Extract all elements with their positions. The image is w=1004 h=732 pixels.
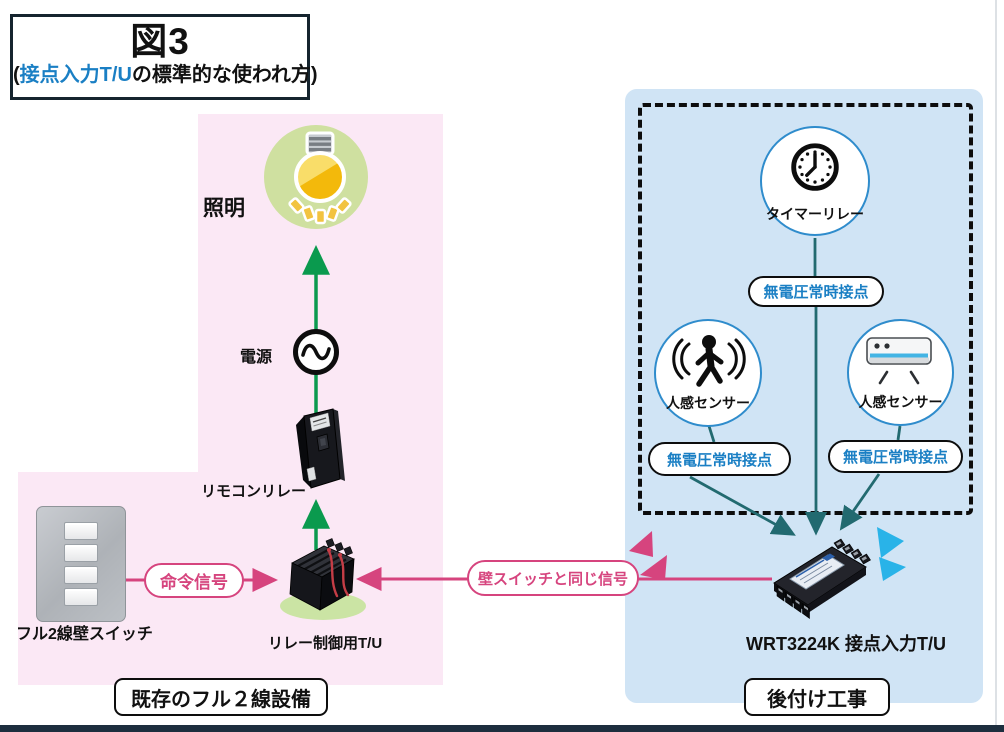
retrofit-caption-box: 後付け工事 [744,678,890,716]
figure-title: 図3 [130,21,190,62]
command-signal-pill: 命令信号 [144,563,244,598]
cyan-signal-triangles [877,527,906,581]
power-label: 電源 [240,349,273,366]
bottom-bar [0,725,1004,732]
lightbulb-icon [288,131,352,225]
wrt-device-label: WRT3224K 接点入力T/U [746,634,947,654]
switch-plate-icon [36,506,126,622]
timer-relay-circle: タイマーリレー [760,126,870,236]
contact-signal-arrows [689,238,902,536]
switch-button [64,522,98,540]
terminal-unit-icon [289,538,355,611]
figure-title-box: 図3 (接点入力T/Uの標準的な使われ方) [10,14,318,100]
window-right-edge [995,0,997,725]
air-conditioner-icon [865,337,932,385]
dry-contact-pill-timer: 無電圧常時接点 [748,276,884,307]
dry-contact-pill-right: 無電圧常時接点 [828,440,963,473]
timer-relay-label: タイマーリレー [766,206,864,222]
contact-input-unit-icon [773,538,871,619]
same-signal-pill: 壁スイッチと同じ信号 [467,560,639,596]
clock-icon [791,143,839,191]
relay-tu-label: リレー制御用T/U [268,635,383,652]
motion-sensor-label: 人感センサー [666,395,750,411]
contact-input-tu-text: 接点入力T/U [19,63,132,86]
lighting-label: 照明 [203,197,245,220]
walking-person-icon [672,335,746,387]
switch-button [64,544,98,562]
switch-button [64,566,98,584]
power-circle [293,329,339,375]
figure-subtitle: (接点入力T/Uの標準的な使われ方) [13,63,318,86]
lighting-circle [264,125,368,229]
switch-button [64,588,98,606]
motion-sensor-circle: 人感センサー [654,319,762,427]
aircon-sensor-label: 人感センサー [858,394,943,410]
wall-switch-label: フル2線壁スイッチ [16,626,153,643]
remote-relay-label: リモコンリレー [201,483,307,500]
breaker-icon [296,408,345,489]
ac-sine-icon [301,343,331,361]
existing-caption-box: 既存のフル２線設備 [114,678,328,716]
aircon-sensor-circle: 人感センサー [847,319,954,426]
dry-contact-pill-left: 無電圧常時接点 [648,442,791,476]
pink-signal-triangles [629,531,667,580]
